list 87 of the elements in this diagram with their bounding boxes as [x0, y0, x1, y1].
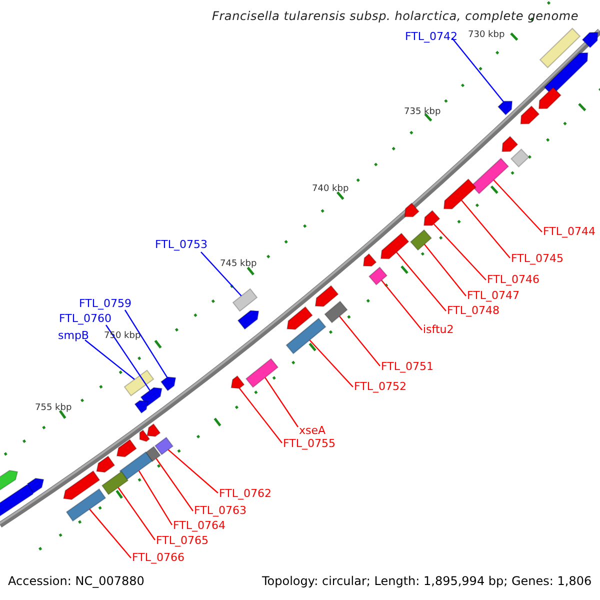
- gene-label: FTL_0744: [543, 225, 596, 238]
- gene-feature: [66, 488, 106, 522]
- gene-feature: [134, 400, 148, 414]
- gene-feature: [26, 478, 44, 494]
- leader-line: [118, 487, 156, 540]
- gene-feature: [101, 470, 129, 496]
- gene-feature: [154, 436, 174, 456]
- gene-feature: [497, 100, 513, 116]
- leader-line: [138, 470, 173, 526]
- gene-label: FTL_0759: [79, 297, 132, 310]
- leader-line: [424, 244, 466, 296]
- leader-line: [381, 280, 422, 330]
- gene-label: FTL_0760: [59, 312, 112, 325]
- gene-feature: [510, 148, 530, 168]
- gene-feature: [160, 376, 176, 392]
- gene-feature: [362, 253, 377, 267]
- gene-label: smpB: [58, 329, 89, 342]
- gene-label: FTL_0764: [173, 519, 226, 532]
- gene-feature: [116, 438, 138, 458]
- gene-label: FTL_0751: [381, 360, 434, 373]
- leader-line: [264, 377, 298, 428]
- gene-feature: [245, 358, 279, 388]
- genome-stats-text: Topology: circular; Length: 1,895,994 bp; Genes: 1,806: [262, 575, 592, 588]
- gene-feature: [63, 470, 100, 500]
- leader-line: [84, 340, 135, 380]
- gene-feature: [96, 456, 116, 473]
- scale-label: 735 kbp: [404, 106, 441, 119]
- gene-label: FTL_0747: [467, 289, 520, 302]
- gene-feature: [380, 232, 410, 260]
- gene-feature: [124, 370, 154, 396]
- gene-label: FTL_0742: [405, 30, 458, 43]
- scale-label: 740 kbp: [312, 183, 349, 196]
- gene-feature: [0, 484, 36, 520]
- gene-feature: [232, 288, 258, 312]
- leader-line: [309, 340, 354, 388]
- gene-feature: [139, 430, 150, 442]
- gene-label: FTL_0748: [447, 304, 500, 317]
- gene-feature: [119, 451, 153, 481]
- gene-feature: [502, 136, 518, 152]
- leader-line: [156, 458, 194, 512]
- gene-label: FTL_0765: [156, 534, 208, 547]
- gene-feature: [146, 423, 161, 437]
- gene-feature: [470, 158, 510, 194]
- leader-line: [200, 252, 242, 296]
- leader-line: [106, 324, 150, 391]
- gene-label: FTL_0763: [194, 504, 246, 517]
- leader-line: [238, 388, 282, 444]
- gene-feature: [324, 300, 348, 324]
- gene-label: isftu2: [423, 323, 454, 336]
- leader-line: [339, 316, 380, 366]
- gene-label: FTL_0753: [155, 238, 208, 251]
- gene-label: FTL_0745: [511, 252, 564, 265]
- leader-line: [452, 38, 504, 102]
- accession-text: Accession: NC_007880: [8, 575, 144, 588]
- gene-label: FTL_0752: [354, 380, 406, 393]
- leader-line: [461, 200, 510, 258]
- title: Francisella tularensis subsp. holarctica, complete genome: [212, 10, 579, 23]
- gene-label: FTL_0766: [132, 551, 184, 564]
- gene-feature: [410, 229, 432, 251]
- gene-feature: [145, 446, 161, 462]
- gene-feature: [538, 86, 562, 110]
- gene-feature: [230, 375, 245, 389]
- gene-feature: [314, 285, 339, 307]
- leader-line: [168, 449, 218, 494]
- gene-feature: [423, 210, 440, 226]
- scale-label: 745 kbp: [220, 258, 257, 271]
- leader-line: [396, 252, 446, 312]
- gene-label: FTL_0762: [219, 487, 272, 500]
- gene-feature: [443, 178, 476, 210]
- gene-feature: [286, 306, 314, 330]
- leader-line: [124, 310, 168, 378]
- gene-feature: [140, 387, 162, 407]
- scale-label: 730 kbp: [468, 29, 505, 42]
- gene-feature: [539, 28, 581, 68]
- gene-label: FTL_0746: [487, 273, 540, 286]
- leader-line: [433, 224, 486, 280]
- gene-feature: [404, 202, 420, 218]
- gene-feature: [368, 266, 388, 286]
- gene-feature: [237, 310, 260, 330]
- leader-line: [89, 508, 132, 558]
- gene-feature: [520, 105, 540, 124]
- scale-label: 755 kbp: [35, 402, 72, 415]
- leader-line: [493, 180, 542, 232]
- gene-feature: [582, 32, 598, 48]
- gene-label: xseA: [299, 424, 326, 437]
- gene-label: FTL_0755: [283, 437, 336, 450]
- gene-feature: [286, 318, 326, 354]
